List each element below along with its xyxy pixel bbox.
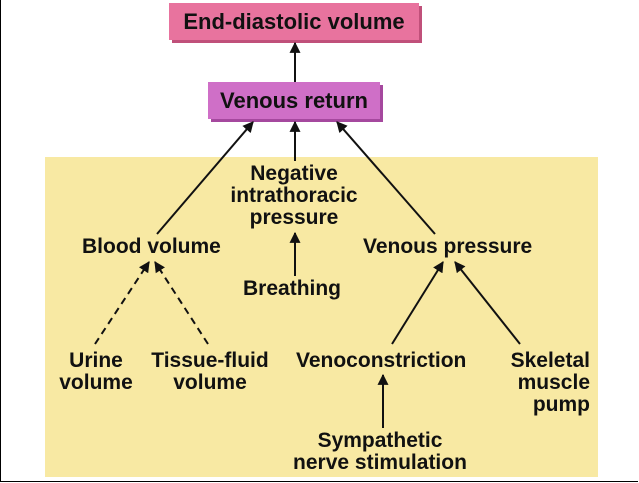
negative-intrathoracic-pressure-line-2: intrathoracic	[230, 184, 358, 207]
skeletal-muscle-pump-label: Skeletal muscle pump	[488, 350, 590, 416]
skeletal-muscle-pump-line-3: pump	[532, 393, 590, 416]
tissue-fluid-volume-line-2: volume	[173, 371, 247, 394]
arrow-blood-volume-to-venous-return	[156, 121, 254, 235]
negative-intrathoracic-pressure-line-1: Negative	[250, 162, 338, 185]
tissue-fluid-volume-line-1: Tissue-fluid	[151, 349, 269, 372]
venoconstriction-label: Venoconstriction	[296, 349, 467, 372]
end-diastolic-volume-box: End-diastolic volume	[169, 3, 419, 40]
yellow-panel	[45, 157, 598, 477]
sympathetic-nerve-stimulation-line-2: nerve stimulation	[293, 451, 467, 474]
urine-volume-line-1: Urine	[69, 349, 123, 372]
sympathetic-nerve-stimulation-line-1: Sympathetic	[317, 429, 443, 452]
arrow-venous-pressure-to-venous-return	[336, 121, 436, 235]
venous-return-box: Venous return	[208, 82, 380, 119]
arrow-urine-volume-to-blood-volume	[94, 261, 150, 345]
tissue-fluid-volume-label: Tissue-fluid volume	[140, 350, 280, 394]
venous-pressure-label: Venous pressure	[363, 235, 533, 258]
breathing-label: Breathing	[243, 277, 342, 300]
venous-return-label: Venous return	[220, 87, 368, 113]
arrow-tissue-fluid-to-blood-volume	[154, 261, 209, 345]
skeletal-muscle-pump-line-2: muscle	[517, 371, 590, 394]
blood-volume-label: Blood volume	[82, 235, 221, 258]
arrow-skeletal-pump-to-venous-pressure	[454, 261, 521, 345]
urine-volume-label: Urine volume	[48, 350, 144, 394]
skeletal-muscle-pump-line-1: Skeletal	[510, 349, 590, 372]
negative-intrathoracic-pressure-label: Negative intrathoracic pressure	[213, 163, 375, 229]
arrow-venoconstriction-to-venous-pressure	[391, 261, 444, 345]
urine-volume-line-2: volume	[59, 371, 133, 394]
negative-intrathoracic-pressure-line-3: pressure	[249, 206, 339, 229]
end-diastolic-volume-label: End-diastolic volume	[183, 8, 405, 34]
sympathetic-nerve-stimulation-label: Sympathetic nerve stimulation	[270, 430, 490, 474]
